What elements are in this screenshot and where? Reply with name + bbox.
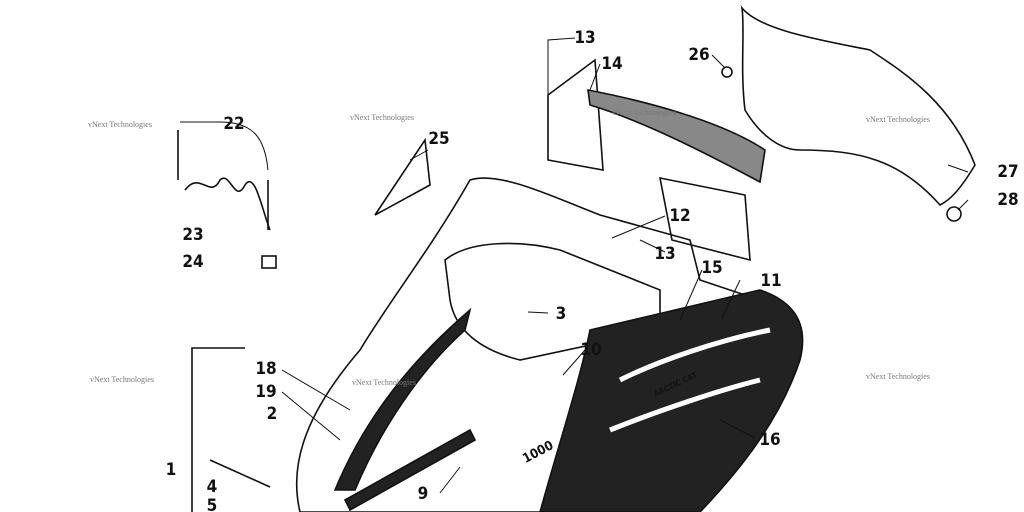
callout-26: 26 bbox=[688, 45, 710, 65]
callout-11: 11 bbox=[760, 271, 782, 291]
callout-16: 16 bbox=[759, 430, 781, 450]
watermark: vNext Technologies bbox=[90, 375, 154, 384]
watermark: vNext Technologies bbox=[866, 115, 930, 124]
callout-13: 13 bbox=[574, 28, 596, 48]
callout-1: 1 bbox=[165, 460, 177, 480]
callout-10: 10 bbox=[580, 340, 602, 360]
clip-24 bbox=[261, 255, 277, 269]
windshield bbox=[740, 5, 976, 206]
callout-2: 2 bbox=[266, 404, 278, 424]
callout-5: 5 bbox=[206, 496, 218, 512]
watermark: vNext Technologies bbox=[612, 108, 676, 117]
callout-14: 14 bbox=[601, 54, 623, 74]
callout-22: 22 bbox=[223, 114, 245, 134]
trim-strip-14 bbox=[587, 89, 766, 184]
watermark: vNext Technologies bbox=[352, 378, 416, 387]
callout-12: 12 bbox=[669, 206, 691, 226]
callout-24: 24 bbox=[182, 252, 204, 272]
callout-27: 27 bbox=[997, 162, 1019, 182]
callout-19: 19 bbox=[255, 382, 277, 402]
callout-25: 25 bbox=[428, 129, 450, 149]
callout-13: 13 bbox=[654, 244, 676, 264]
screw-26 bbox=[721, 66, 733, 78]
spring-23 bbox=[184, 177, 271, 231]
callout-15: 15 bbox=[701, 258, 723, 278]
washer-28 bbox=[946, 206, 962, 222]
callout-23: 23 bbox=[182, 225, 204, 245]
side-decal-16 bbox=[539, 289, 804, 512]
watermark: vNext Technologies bbox=[88, 120, 152, 129]
callout-4: 4 bbox=[206, 477, 218, 497]
stripe-decal bbox=[333, 307, 472, 491]
panel-13-upper bbox=[547, 58, 604, 171]
callout-9: 9 bbox=[417, 484, 429, 504]
callout-3: 3 bbox=[555, 304, 567, 324]
watermark: vNext Technologies bbox=[866, 372, 930, 381]
vent-25 bbox=[374, 137, 431, 216]
panel-13-right bbox=[658, 176, 751, 262]
callout-28: 28 bbox=[997, 190, 1019, 210]
callout-18: 18 bbox=[255, 359, 277, 379]
watermark: vNext Technologies bbox=[350, 113, 414, 122]
